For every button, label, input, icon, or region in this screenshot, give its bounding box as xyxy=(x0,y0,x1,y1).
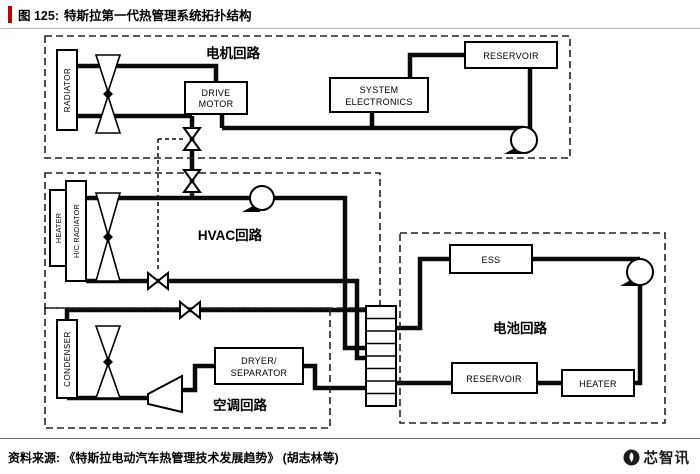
drive-motor-line1: DRIVE xyxy=(201,88,230,98)
figure-label: 图 125: xyxy=(18,8,59,23)
drive-motor-line2: MOTOR xyxy=(199,99,234,109)
motor-loop-box xyxy=(44,35,571,159)
condenser-fan-icon xyxy=(94,325,122,399)
heat-exchanger xyxy=(365,305,397,407)
compressor-icon xyxy=(147,374,183,414)
ac-loop-label: 空调回路 xyxy=(213,397,267,413)
logo: 芯智讯 xyxy=(623,447,691,468)
battery-heater-label: HEATER xyxy=(579,379,617,389)
diagram-svg: 电机回路 HVAC回路 空调回路 电池回路 xyxy=(44,35,666,429)
figure-header: 图 125: 特斯拉第一代热管理系统拓扑结构 xyxy=(0,0,700,29)
drive-motor-box: DRIVE MOTOR xyxy=(184,81,248,115)
ess-label: ESS xyxy=(482,255,501,265)
ess-box: ESS xyxy=(449,244,533,274)
source-text: 资料来源: 《特斯拉电动汽车热管理技术发展趋势》 (胡志林等) xyxy=(8,450,339,465)
figure-title: 特斯拉第一代热管理系统拓扑结构 xyxy=(64,8,252,23)
dryer-line2: SEPARATOR xyxy=(231,368,288,378)
motor-loop-pipes xyxy=(77,52,533,198)
dryer-separator-box: DRYER/ SEPARATOR xyxy=(214,347,304,385)
logo-flame-icon xyxy=(623,449,639,465)
battery-loop-pipes xyxy=(396,256,643,386)
condenser-box: CONDENSER xyxy=(56,319,78,399)
battery-loop-box xyxy=(399,232,666,424)
dryer-line1: DRYER/ xyxy=(241,356,277,366)
hvac-loop-label: HVAC回路 xyxy=(198,227,263,243)
bypass-valve-icon xyxy=(147,270,169,292)
motor-valve-icon xyxy=(182,127,202,151)
bypass-control-lines xyxy=(157,138,184,271)
figure-footer: 资料来源: 《特斯拉电动汽车热管理技术发展趋势》 (胡志林等) 芯智讯 xyxy=(0,438,700,474)
battery-reservoir-label: RESERVOIR xyxy=(466,374,522,384)
expansion-valve-icon xyxy=(179,299,201,321)
logo-text: 芯智讯 xyxy=(643,450,690,467)
battery-pump-icon xyxy=(620,258,654,286)
ac-loop-pipes xyxy=(64,307,366,401)
hvac-heater-box: HEATER xyxy=(49,189,67,267)
hvac-loop-box xyxy=(44,172,381,309)
battery-heater-box: HEATER xyxy=(561,369,635,397)
hvac-heater-label: HEATER xyxy=(54,213,63,243)
system-electronics-line2: ELECTRONICS xyxy=(345,97,412,107)
condenser-label: CONDENSER xyxy=(63,331,72,387)
system-electronics-box: SYSTEM ELECTRONICS xyxy=(329,77,429,113)
accent-bar xyxy=(8,5,12,23)
radiator-box: RADIATOR xyxy=(56,49,78,131)
motor-pump-icon xyxy=(504,126,538,154)
radiator-label: RADIATOR xyxy=(63,68,72,113)
hc-radiator-box: H/C RADIATOR xyxy=(65,180,87,282)
battery-loop-label: 电池回路 xyxy=(493,320,547,336)
hc-radiator-label: H/C RADIATOR xyxy=(72,204,81,258)
motor-reservoir-box: RESERVOIR xyxy=(464,41,558,69)
motor-reservoir-label: RESERVOIR xyxy=(483,51,539,61)
hvac-loop-pipes xyxy=(86,195,366,361)
thermal-system-diagram: 电机回路 HVAC回路 空调回路 电池回路 xyxy=(0,28,700,443)
hvac-fan-icon xyxy=(94,192,122,282)
radiator-fan-icon xyxy=(94,54,122,134)
hvac-pump-icon xyxy=(242,185,275,212)
hvac-valve-icon xyxy=(182,169,202,193)
ac-loop-box xyxy=(44,307,331,429)
motor-loop-label: 电机回路 xyxy=(206,45,260,61)
battery-reservoir-box: RESERVOIR xyxy=(451,362,538,394)
system-electronics-line1: SYSTEM xyxy=(360,85,399,95)
